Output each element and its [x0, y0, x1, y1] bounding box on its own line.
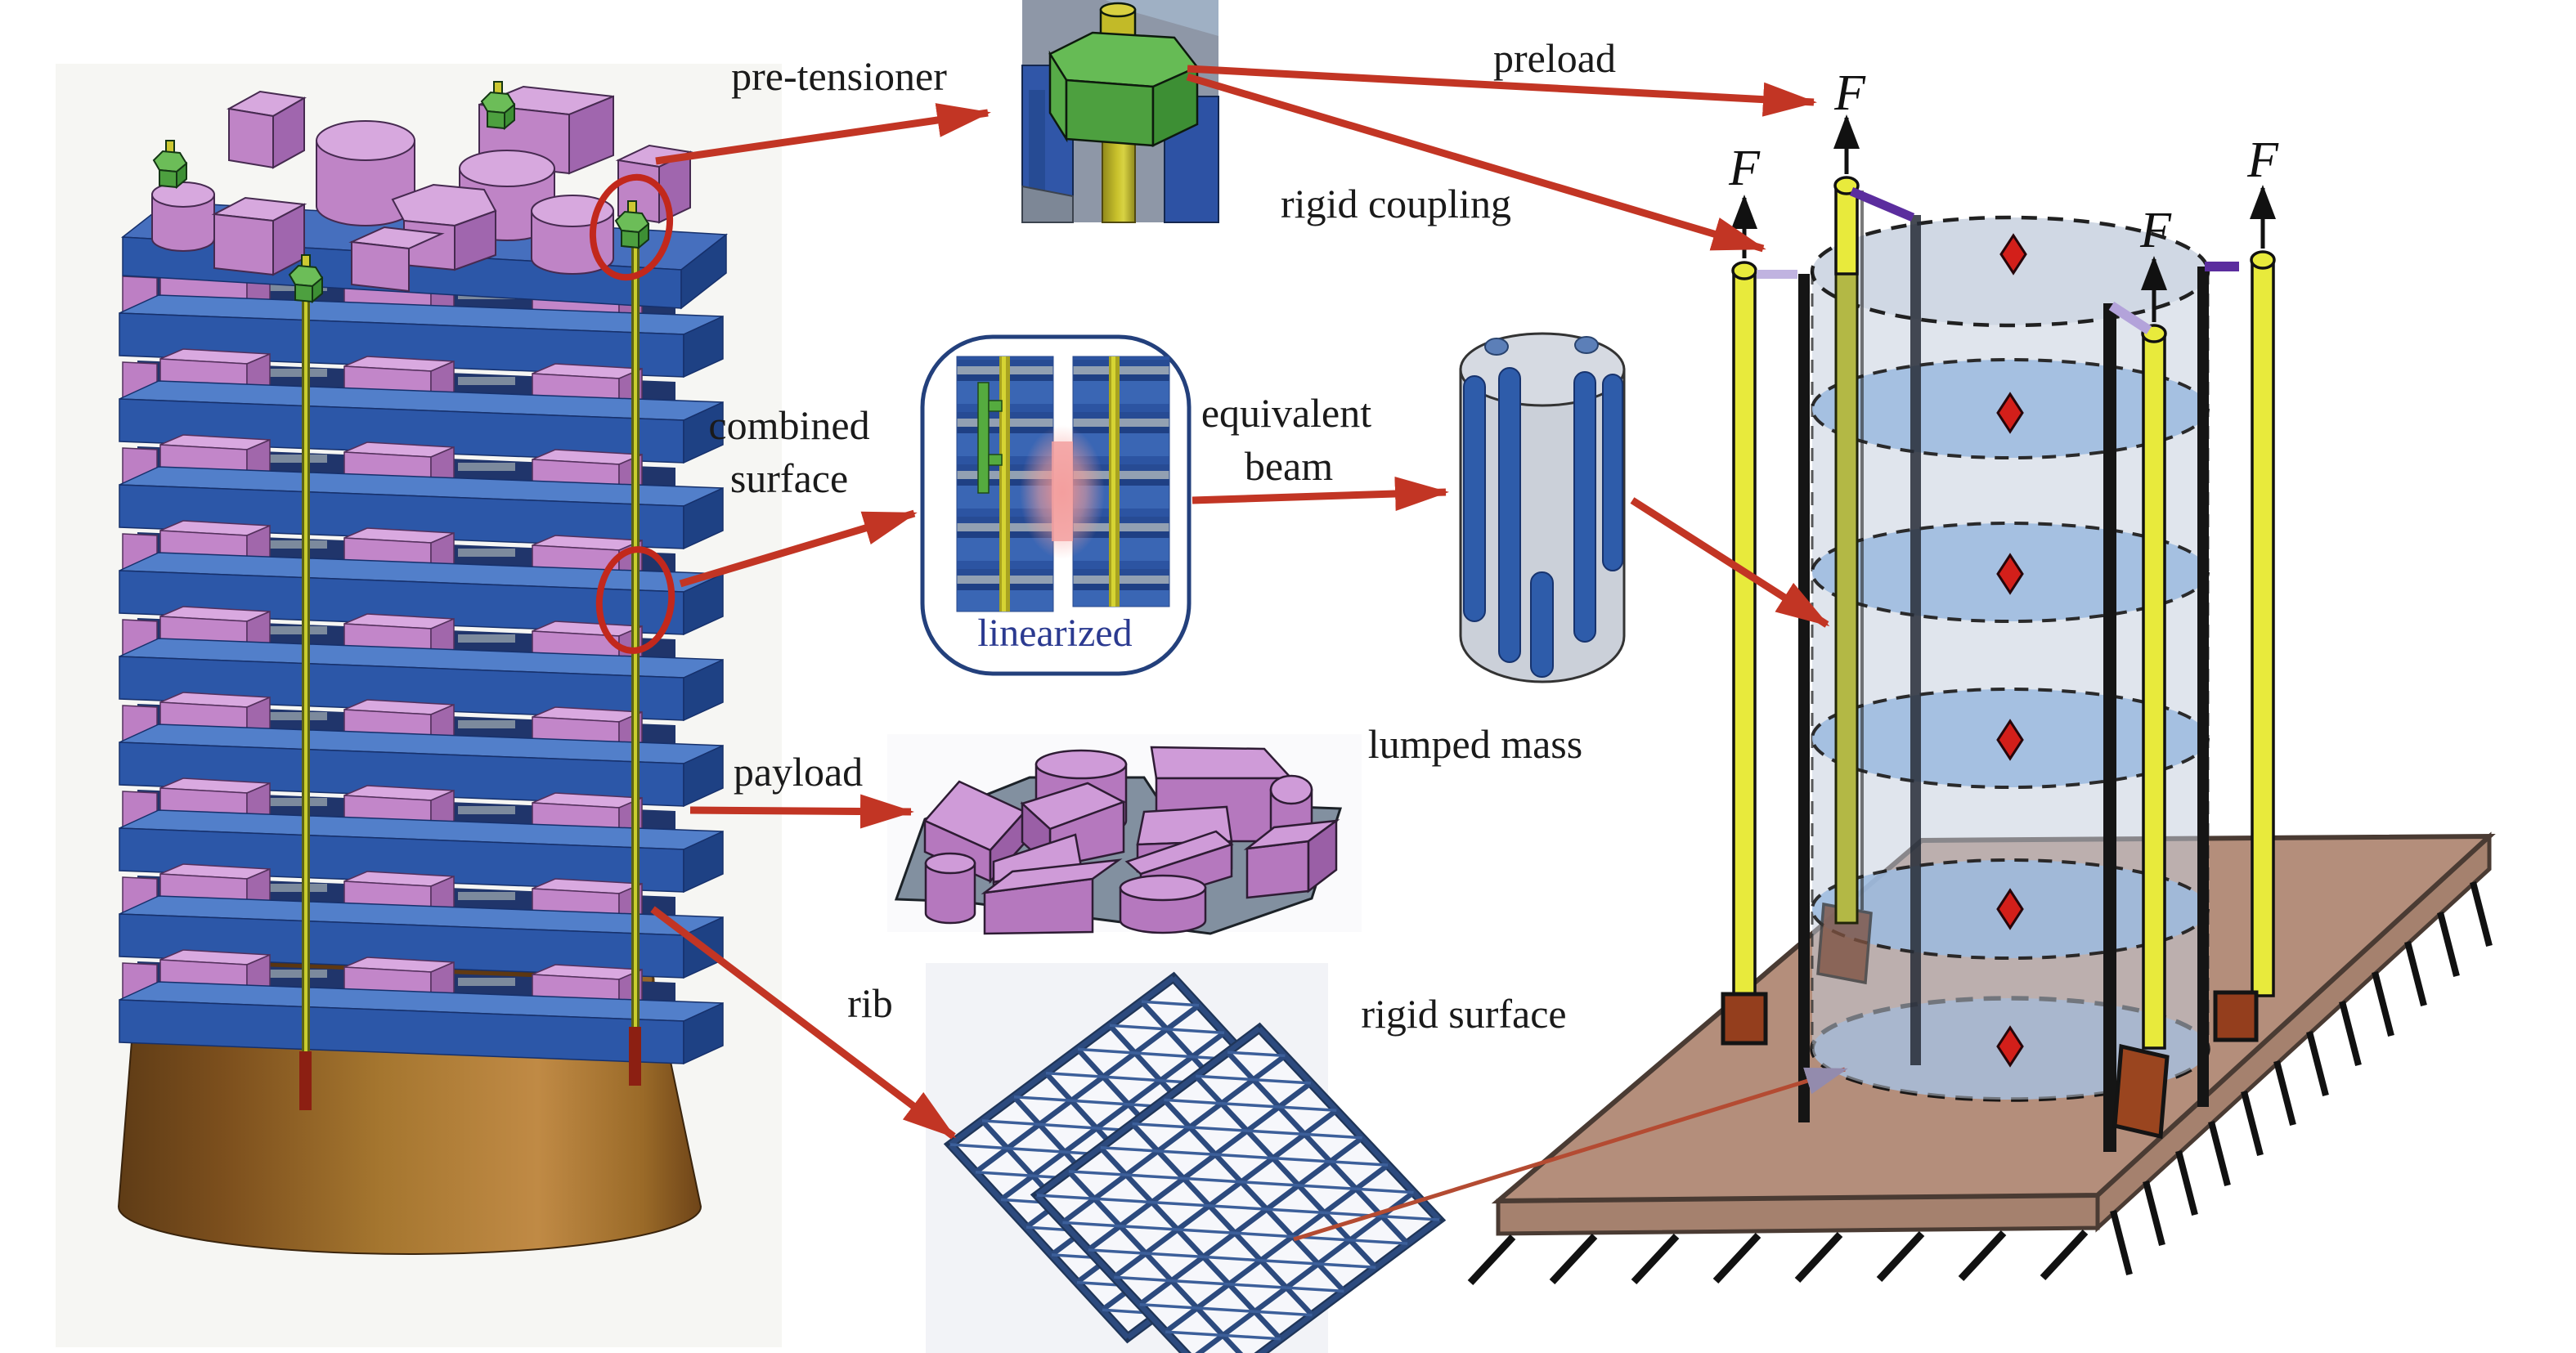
rib-arrow — [650, 906, 957, 1140]
force-label-4: F — [2246, 132, 2279, 188]
rod-end-stub — [629, 1027, 641, 1086]
linearized-label: linearized — [977, 612, 1132, 655]
combined-surface-label-line1: combined — [708, 402, 869, 448]
lumped-mass-inset — [887, 734, 1362, 935]
rigid-surface-arrow — [1293, 1067, 1848, 1242]
equivalent-beam-arrow — [1192, 477, 1449, 511]
stacked-structure-render — [56, 64, 782, 1347]
rib-label: rib — [847, 980, 893, 1026]
rigid-coupling-label: rigid coupling — [1281, 181, 1511, 226]
force-label-3: F — [2139, 203, 2172, 258]
simplified-model: F F F F — [1470, 65, 2496, 1283]
linearized-inset: linearized — [920, 334, 1192, 676]
force-label-1: F — [1728, 141, 1761, 196]
equivalent-beam-inset — [1459, 332, 1626, 683]
rod-end-stub — [299, 1051, 312, 1110]
rigid-coupling-arrow — [1186, 73, 1766, 253]
callout-arrows — [650, 65, 1848, 1242]
equivalent-beam-label-line2: beam — [1245, 443, 1333, 489]
pre-tensioner-inset — [1021, 0, 1219, 223]
force-label-2: F — [1833, 65, 1866, 121]
beam-rods — [1463, 367, 1623, 678]
green-bracket — [977, 382, 1003, 494]
pre-tensioner-label: pre-tensioner — [731, 53, 947, 99]
combined-surface-highlight-circle — [595, 546, 675, 654]
preload-label: preload — [1493, 35, 1616, 81]
rigid-surface-label: rigid surface — [1361, 991, 1566, 1037]
preload-arrow — [1187, 65, 1817, 117]
combined-surface-label-line2: surface — [730, 455, 848, 501]
rigid-couplings — [1757, 186, 2239, 335]
tension-rods — [1731, 176, 2276, 1050]
tie-rods — [299, 240, 641, 1110]
anchor-blocks — [1721, 990, 2259, 1140]
lumped-mass-label: lumped mass — [1368, 721, 1582, 767]
combined-surface-arrow — [679, 509, 918, 588]
model-cylinder-arrow — [1630, 497, 1830, 628]
equivalent-beam-label-line1: equivalent — [1201, 390, 1371, 436]
equivalent-beams — [1798, 190, 2209, 1152]
payload-label: payload — [734, 749, 863, 795]
lumped-mass-blocks — [922, 746, 1340, 935]
payload-arrow — [689, 794, 914, 829]
green-nut-closeup — [1048, 2, 1199, 147]
tension-rod-behind-glass — [1834, 271, 1859, 925]
pre-tensioner-highlight-circle — [589, 173, 674, 281]
pre-tensioner-arrow — [655, 103, 991, 165]
rib-lattice-inset — [926, 963, 1447, 1353]
